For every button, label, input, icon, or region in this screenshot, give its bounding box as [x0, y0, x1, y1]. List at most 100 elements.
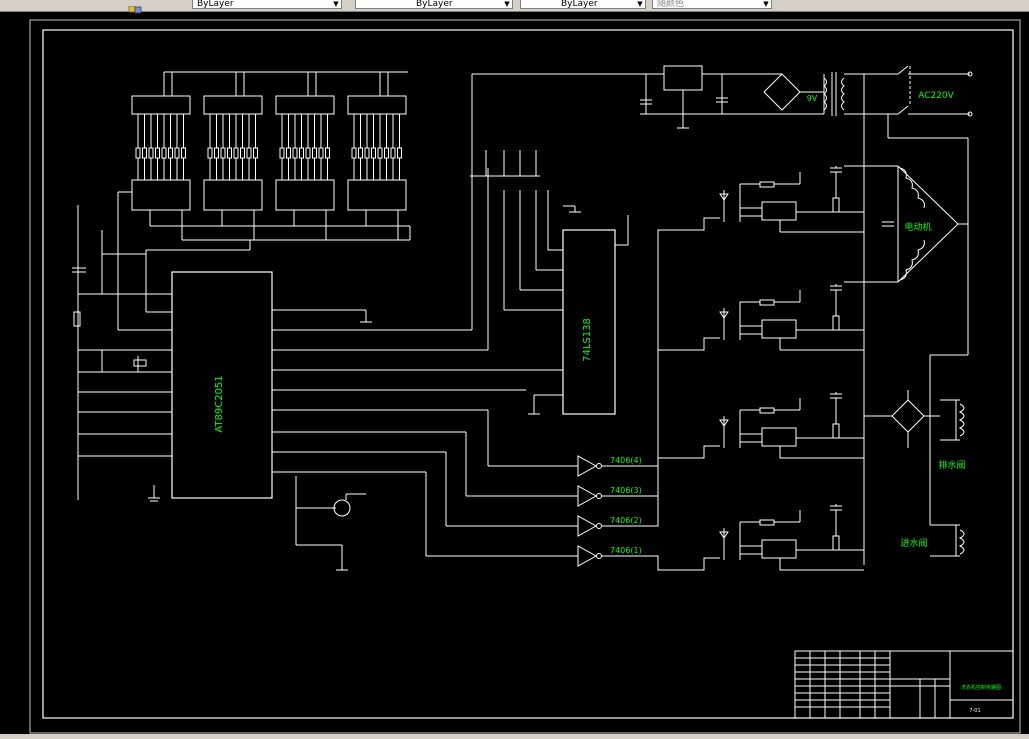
inverter-triangle [577, 455, 598, 477]
resistor [214, 147, 219, 159]
chevron-down-icon[interactable]: ▼ [333, 0, 339, 8]
resistor [390, 147, 396, 159]
resistor [832, 315, 840, 331]
resistor [174, 147, 180, 159]
resistor [240, 147, 245, 159]
mains-voltage-label: AC220V [918, 91, 954, 101]
resistor [397, 147, 402, 159]
resistor [759, 299, 775, 306]
plot-style-control-combo[interactable]: 随颜色 ▼ [652, 0, 772, 9]
resistor [207, 147, 213, 159]
resistor [142, 147, 147, 159]
resistor [253, 147, 258, 159]
resistor [299, 147, 304, 159]
inverter-triangle [577, 545, 598, 567]
inverter-label: 7406(1) [610, 546, 642, 555]
resistor [325, 147, 330, 159]
lineweight-control-combo[interactable]: ByLayer ▼ [520, 0, 646, 9]
motor-winding [844, 165, 968, 283]
chevron-down-icon[interactable]: ▼ [637, 0, 643, 8]
optocoupler [761, 427, 797, 447]
resistor [364, 147, 370, 159]
resistor [246, 147, 252, 159]
resistor [371, 147, 376, 159]
segment-resistor-array [135, 114, 402, 180]
inverter-triangle [577, 485, 598, 507]
resistor [135, 147, 141, 159]
resistor [155, 147, 160, 159]
resistor [318, 147, 324, 159]
drawing-number: 7-01 [969, 708, 980, 714]
drawing-title: 洗衣机控制电路图 [961, 684, 1001, 691]
color-control-combo[interactable]: ByLayer ▼ [192, 0, 342, 9]
inverter-label: 7406(2) [610, 516, 642, 525]
inverter-bubble [596, 463, 602, 469]
driver-stage [719, 392, 864, 459]
resistor [351, 147, 357, 159]
drawing-canvas[interactable]: AT89C2051 [0, 12, 1029, 734]
inverter-bubble [596, 523, 602, 529]
resistor [759, 407, 775, 414]
inverter-bubble [596, 553, 602, 559]
chevron-down-icon[interactable]: ▼ [504, 0, 510, 8]
resistor [148, 147, 154, 159]
driver-stage [719, 284, 864, 351]
decoder-wiring [470, 73, 630, 415]
decoder-label: 74LS138 [582, 318, 593, 362]
resistor [832, 535, 840, 551]
resistor [377, 147, 383, 159]
inverter-gates: 7406(4) 7406(3) 7406(2) 7406(1) [577, 217, 720, 571]
inverter-gate: 7406(3) [577, 337, 720, 507]
inverter-output-wire [602, 217, 720, 467]
circuit-diagram: AT89C2051 [29, 19, 1021, 734]
triac-driver-stages [719, 166, 864, 571]
resistor [759, 181, 775, 188]
led-display-modules [117, 71, 411, 331]
inverter-label: 7406(4) [610, 456, 642, 465]
properties-toolbar: ByLayer ▼ ByLayer ▼ ByLayer ▼ 随颜色 ▼ [0, 0, 1029, 14]
layer-state-icon[interactable] [128, 0, 142, 14]
status-bar [0, 734, 1029, 739]
inverter-bubble [596, 493, 602, 499]
decoder-chip: 74LS138 [562, 229, 616, 415]
chevron-down-icon[interactable]: ▼ [763, 0, 769, 8]
plot-style-value: 随颜色 [657, 0, 685, 9]
mcu-left-wiring [72, 205, 172, 502]
optocoupler [761, 319, 797, 339]
optocoupler [761, 539, 797, 559]
inverter-gate: 7406(2) [577, 445, 720, 537]
lineweight-control-value: ByLayer [561, 0, 598, 9]
driver-stage [719, 166, 864, 233]
valve-section [864, 354, 968, 557]
linetype-control-combo[interactable]: ByLayer ▼ [355, 0, 513, 9]
inverter-output-wire [602, 337, 720, 497]
linetype-control-value: ByLayer [416, 0, 453, 9]
drain-valve-label: 排水阀 [938, 459, 965, 471]
resistor [292, 147, 298, 159]
mcu-right-wiring [272, 74, 578, 571]
inverter-triangle [577, 515, 598, 537]
mcu-chip: AT89C2051 [171, 271, 273, 499]
resistor [161, 147, 167, 159]
inverter-gate: 7406(4) [577, 217, 720, 477]
resistor [227, 147, 232, 159]
title-block [794, 650, 1014, 719]
resistor [312, 147, 317, 159]
motor-label: 电动机 [904, 221, 931, 233]
resistor [279, 147, 285, 159]
resistor [305, 147, 311, 159]
transformer-output-label: 9V [807, 94, 818, 103]
resistor [384, 147, 389, 159]
inlet-valve-label: 进水阀 [900, 537, 927, 549]
resistor [286, 147, 291, 159]
drawing-frame [29, 19, 1021, 734]
power-supply [630, 65, 973, 565]
resistor [220, 147, 226, 159]
resistor [832, 197, 840, 213]
inverter-label: 7406(3) [610, 486, 642, 495]
driver-stage [719, 504, 864, 571]
inverter-output-wire [602, 445, 720, 527]
resistor [233, 147, 239, 159]
resistor [181, 147, 186, 159]
resistor [168, 147, 173, 159]
